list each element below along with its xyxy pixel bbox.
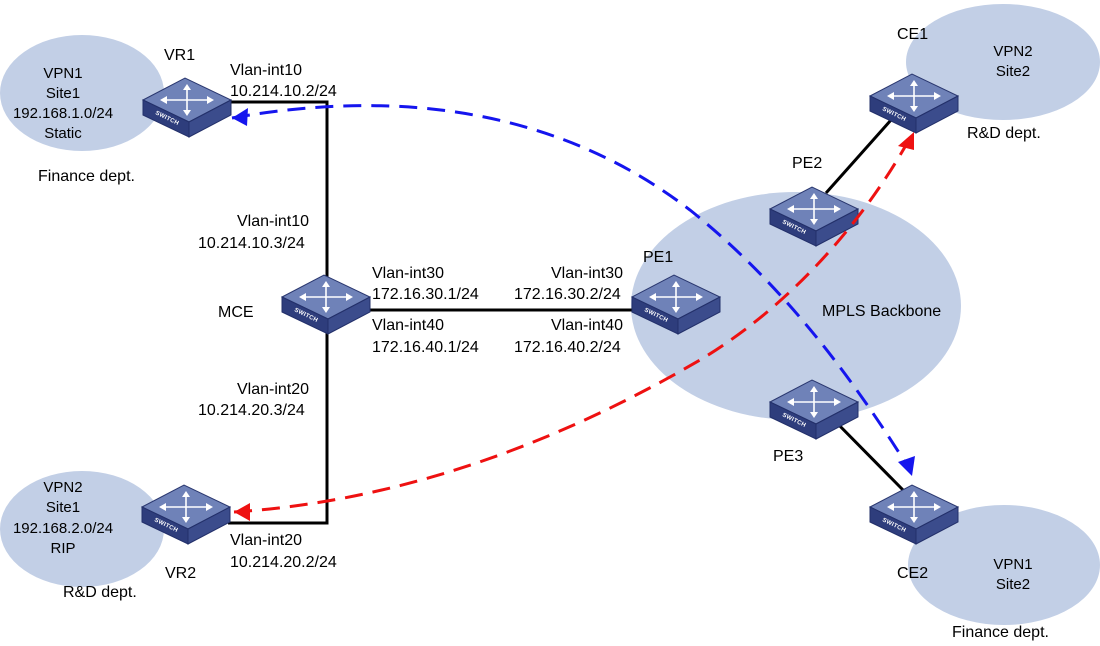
svg-text:192.168.1.0/24: 192.168.1.0/24	[13, 105, 113, 122]
svg-text:VPN1: VPN1	[43, 65, 82, 82]
iface-mce-up-name: Vlan-int10	[237, 213, 309, 230]
site-ellipse-ce1	[906, 4, 1100, 120]
svg-text:Site2: Site2	[996, 576, 1030, 593]
link-vr1-mce	[228, 100, 329, 290]
iface-mce-30-ip: 172.16.30.1/24	[372, 286, 479, 303]
arrowhead-icon	[232, 108, 248, 126]
device-label-ce1: CE1	[897, 26, 928, 43]
iface-mce-down-ip: 10.214.20.3/24	[198, 402, 305, 419]
svg-text:RIP: RIP	[50, 540, 75, 557]
switch-icon: SWITCH	[869, 484, 959, 545]
svg-text:192.168.2.0/24: 192.168.2.0/24	[13, 520, 113, 537]
vpn1-path	[231, 104, 912, 471]
iface-pe1-30-name: Vlan-int30	[551, 265, 623, 282]
device-label-ce2: CE2	[897, 565, 928, 582]
iface-mce-40-name: Vlan-int40	[372, 317, 444, 334]
arrowhead-icon	[898, 456, 915, 476]
device-label-pe2: PE2	[792, 155, 822, 172]
dept-label-ce1: R&D dept.	[967, 125, 1041, 142]
link-mce-vr2	[228, 325, 329, 525]
switch-icon: SWITCH	[769, 379, 859, 440]
dept-label-vr2: R&D dept.	[63, 584, 137, 601]
iface-vr1-name: Vlan-int10	[230, 62, 302, 79]
svg-text:Site1: Site1	[46, 85, 80, 102]
mpls-backbone-ellipse	[631, 192, 961, 420]
device-label-vr1: VR1	[164, 47, 195, 64]
iface-vr2-name: Vlan-int20	[230, 532, 302, 549]
iface-mce-up-ip: 10.214.10.3/24	[198, 235, 305, 252]
mpls-backbone-label: MPLS Backbone	[822, 303, 941, 320]
svg-text:Site2: Site2	[996, 63, 1030, 80]
link-pe2-ce1	[824, 119, 893, 194]
site-label-ce1: VPN2 Site2	[993, 43, 1032, 80]
switch-icon: SWITCH	[631, 274, 721, 335]
iface-pe1-40-ip: 172.16.40.2/24	[514, 339, 621, 356]
arrowhead-icon	[234, 503, 250, 521]
site-label-ce2: VPN1 Site2	[993, 556, 1032, 593]
link-pe3-ce2	[828, 414, 906, 493]
switch-icon: SWITCH	[869, 73, 959, 134]
dept-label-vr1: Finance dept.	[38, 168, 135, 185]
arrowhead-icon	[898, 132, 914, 150]
svg-text:Static: Static	[44, 125, 82, 142]
iface-pe1-30-ip: 172.16.30.2/24	[514, 286, 621, 303]
device-label-pe1: PE1	[643, 249, 673, 266]
iface-vr1-ip: 10.214.10.2/24	[230, 83, 337, 100]
svg-text:VPN1: VPN1	[993, 556, 1032, 573]
site-ellipse-vr2	[0, 471, 164, 587]
interface-labels: Vlan-int10 10.214.10.2/24 Vlan-int10 10.…	[198, 62, 623, 571]
site-ellipse-vr1	[0, 35, 164, 151]
svg-text:VPN2: VPN2	[993, 43, 1032, 60]
switch-icon: SWITCH	[769, 186, 859, 247]
iface-mce-30-name: Vlan-int30	[372, 265, 444, 282]
svg-text:VPN2: VPN2	[43, 479, 82, 496]
site-label-vr1: VPN1 Site1 192.168.1.0/24 Static	[13, 65, 113, 142]
site-ellipse-ce2	[908, 505, 1100, 625]
device-label-mce: MCE	[218, 304, 254, 321]
switch-icon: SWITCH	[142, 77, 232, 138]
svg-text:Site1: Site1	[46, 499, 80, 516]
vpn2-path	[233, 137, 912, 514]
iface-mce-40-ip: 172.16.40.1/24	[372, 339, 479, 356]
site-label-vr2: VPN2 Site1 192.168.2.0/24 RIP	[13, 479, 113, 557]
dept-label-ce2: Finance dept.	[952, 624, 1049, 641]
device-label-pe3: PE3	[773, 448, 803, 465]
links	[228, 100, 906, 525]
device-label-vr2: VR2	[165, 565, 196, 582]
iface-pe1-40-name: Vlan-int40	[551, 317, 623, 334]
iface-mce-down-name: Vlan-int20	[237, 381, 309, 398]
switch-icon: SWITCH	[281, 274, 371, 335]
iface-vr2-ip: 10.214.20.2/24	[230, 554, 337, 571]
switch-icon: SWITCH	[141, 484, 231, 545]
